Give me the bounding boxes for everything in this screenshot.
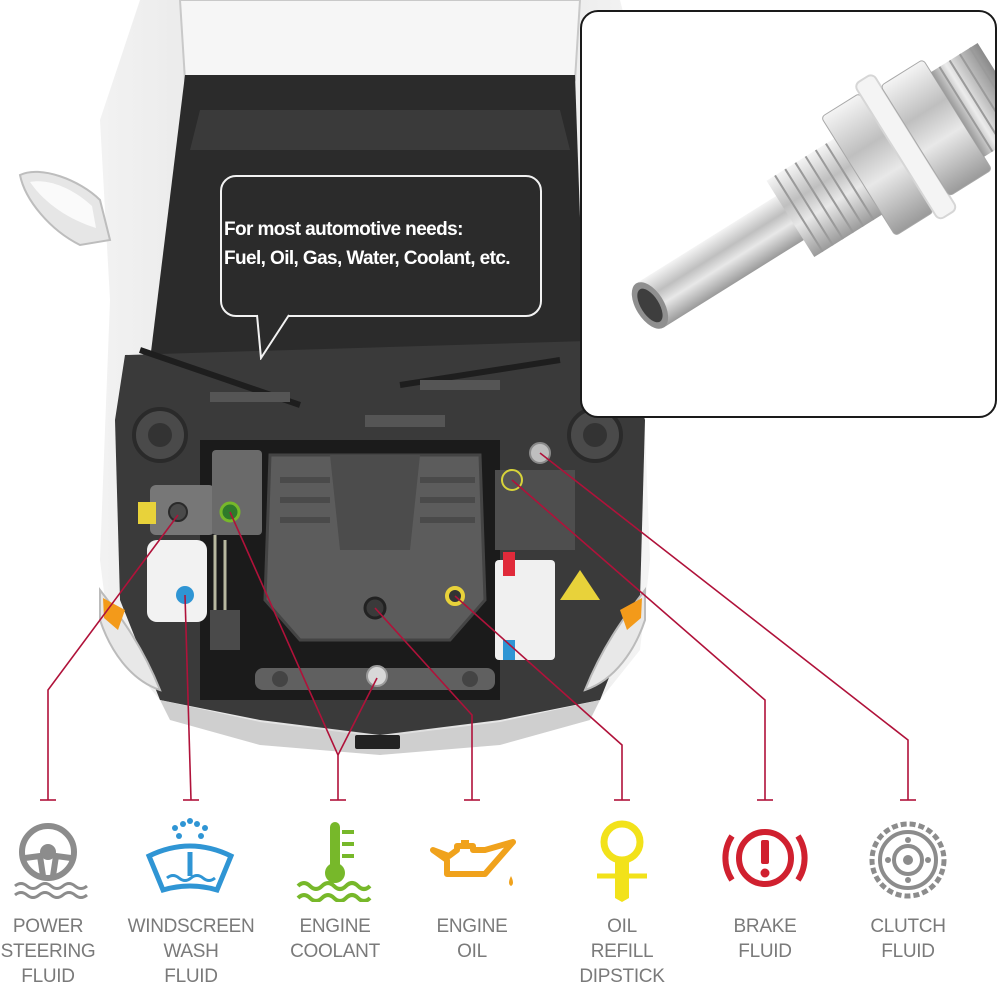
steering-wheel-icon xyxy=(14,823,88,899)
label-oil-refill-dipstick: OIL REFILL DIPSTICK xyxy=(579,916,665,987)
speech-callout: For most automotive needs: Fuel, Oil, Ga… xyxy=(220,175,542,317)
brake-warning-icon xyxy=(722,829,808,887)
label-power-steering-fluid: POWER STEERING FLUID xyxy=(0,916,96,987)
callout-tail xyxy=(256,314,290,360)
dipstick-icon xyxy=(597,820,647,902)
label-windscreen-wash-fluid: WINDSCREEN WASH FLUID xyxy=(127,916,255,987)
label-brake-fluid: BRAKE FLUID xyxy=(733,916,797,962)
callout-line-1: For most automotive needs: xyxy=(224,219,463,240)
label-clutch-fluid: CLUTCH FLUID xyxy=(870,916,946,962)
clutch-plate-icon xyxy=(869,821,947,899)
hose-barb-fitting-image xyxy=(631,42,995,329)
windscreen-washer-icon xyxy=(145,818,235,894)
oil-can-icon xyxy=(430,839,516,886)
label-engine-oil: ENGINE OIL xyxy=(436,916,508,962)
engine-components xyxy=(132,407,623,700)
callout-line-2: Fuel, Oil, Gas, Water, Coolant, etc. xyxy=(224,248,511,269)
coolant-temperature-icon xyxy=(296,822,372,902)
label-engine-coolant: ENGINE COOLANT xyxy=(290,916,380,962)
product-inset xyxy=(580,10,997,418)
leader-lines xyxy=(40,452,916,801)
